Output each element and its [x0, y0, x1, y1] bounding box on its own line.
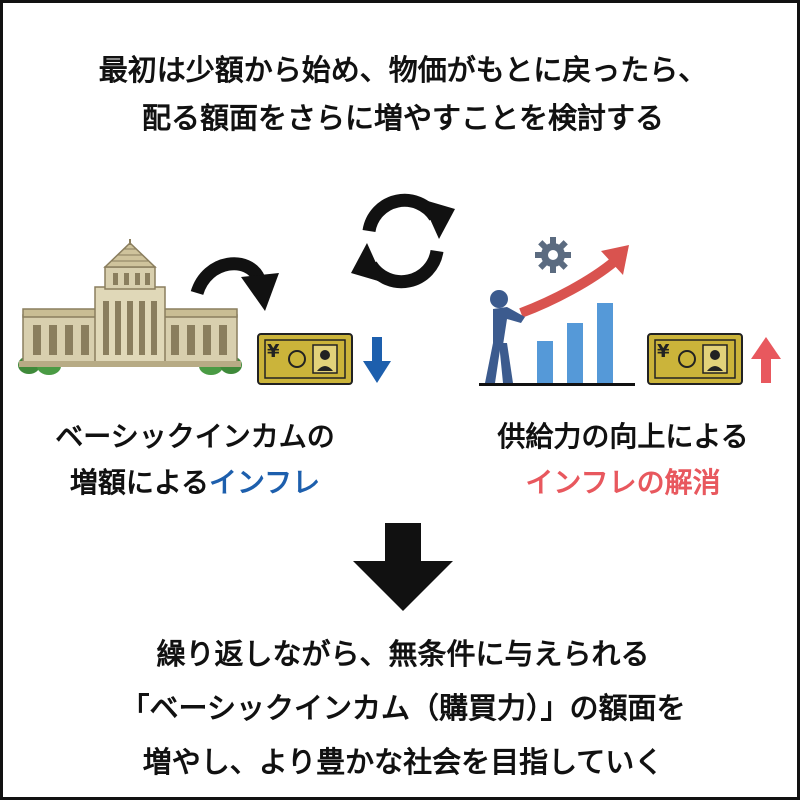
- baseline: [479, 383, 635, 386]
- header-line-1: 最初は少額から始め、物価がもとに戻ったら、: [98, 53, 708, 87]
- left-label-prefix: 増額による: [69, 466, 209, 499]
- parliament-building-icon: [18, 239, 242, 375]
- growth-scene-icon: [479, 245, 635, 386]
- banknote-icon-right: [647, 333, 743, 385]
- footer-line-1: 繰り返しながら、無条件に与えられる: [156, 637, 650, 671]
- footer-line-2: 「ベーシックインカム（購買力）」の額面を: [120, 691, 686, 725]
- left-label-line-2: 増額によるインフレ: [15, 461, 375, 501]
- left-label-highlight: インフレ: [209, 466, 321, 499]
- down-arrow-icon: [363, 337, 391, 383]
- refresh-cycle-icon: [351, 193, 455, 289]
- gear-icon: [535, 237, 571, 273]
- bar-2: [567, 323, 583, 383]
- banknote-icon: [257, 333, 353, 385]
- curved-arrow-icon: [190, 257, 279, 311]
- footer-line-3: 増やし、より豊かな社会を目指していく: [142, 745, 664, 779]
- header-line-2: 配る額面をさらに増やすことを検討する: [141, 101, 664, 135]
- banknote-yen-symbol-right: ¥: [657, 341, 670, 362]
- up-arrow-icon: [751, 337, 781, 383]
- bar-3: [597, 303, 613, 383]
- right-label-line-2: インフレの解消: [525, 466, 721, 499]
- left-label-line-1: ベーシックインカムの: [55, 420, 335, 453]
- big-down-arrow-icon: [353, 523, 453, 611]
- bar-1: [537, 341, 553, 383]
- right-label-line-1: 供給力の向上による: [497, 420, 749, 453]
- banknote-yen-symbol: ¥: [267, 341, 280, 362]
